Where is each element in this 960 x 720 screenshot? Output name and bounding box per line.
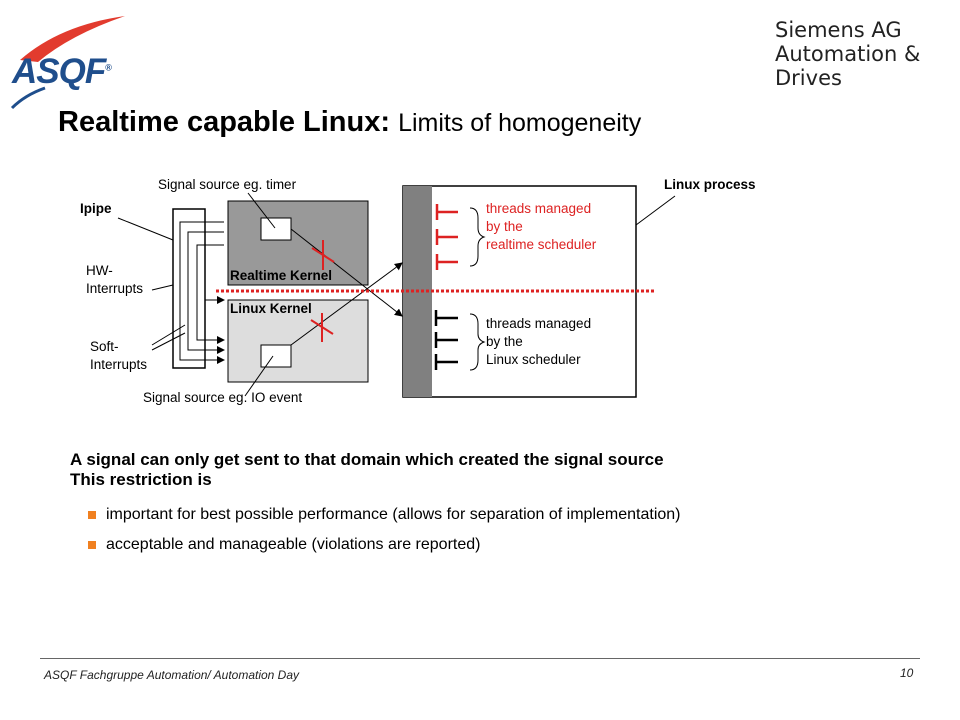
red-cross-1 xyxy=(311,240,335,270)
label-linux-threads: threads managed by the Linux scheduler xyxy=(486,316,592,367)
red-cross-2 xyxy=(310,313,334,342)
ipipe-line-3 xyxy=(196,244,225,344)
label-rt-threads: threads managed by the realtime schedule… xyxy=(486,201,597,252)
label-linux-process: Linux process xyxy=(664,177,756,192)
title-sub: Limits of homogeneity xyxy=(398,109,642,137)
logo-swoosh xyxy=(10,16,125,110)
arrow-timer xyxy=(290,228,403,317)
label-timer-source: Signal source eg. timer xyxy=(158,177,297,192)
label-linux-kernel: Linux Kernel xyxy=(230,301,312,316)
signal-statement: A signal can only get sent to that domai… xyxy=(70,450,664,490)
page-title: Realtime capable Linux: Limits of homoge… xyxy=(58,106,641,139)
bullet-icon xyxy=(88,541,96,549)
ipipe-line-2 xyxy=(187,231,225,354)
title-main: Realtime capable Linux: xyxy=(58,106,390,138)
statement-line-2: This restriction is xyxy=(70,470,212,489)
linux-brace xyxy=(469,313,486,371)
rt-threads xyxy=(435,204,458,270)
rt-brace xyxy=(469,207,486,267)
footer-text: ASQF Fachgruppe Automation/ Automation D… xyxy=(44,668,300,682)
label-realtime-kernel: Realtime Kernel xyxy=(230,268,333,283)
ipipe-line-1 xyxy=(179,221,225,364)
company-name: Siemens AG Automation & Drives xyxy=(775,18,960,90)
label-ipipe: Ipipe xyxy=(80,201,112,216)
timer-source-box xyxy=(260,217,292,241)
bullet-icon xyxy=(88,511,96,519)
label-io-source: Signal source eg. IO event xyxy=(143,390,303,405)
list-item: important for best possible performance … xyxy=(88,505,681,535)
company-line-2: Automation & Drives xyxy=(775,42,921,90)
soft-leader-1 xyxy=(151,324,186,346)
page-number: 10 xyxy=(900,666,914,680)
list-item: acceptable and manageable (violations ar… xyxy=(88,535,681,565)
io-source-box xyxy=(260,344,292,368)
process-leader xyxy=(635,195,676,226)
soft-leader-2 xyxy=(151,332,186,351)
linux-kernel-box xyxy=(227,299,369,383)
statement-line-1: A signal can only get sent to that domai… xyxy=(70,450,664,469)
linux-threads xyxy=(434,310,458,370)
arrow-io xyxy=(290,262,403,346)
company-line-1: Siemens AG xyxy=(775,18,902,42)
restriction-list: important for best possible performance … xyxy=(88,505,681,565)
label-hw-interrupts: HW-Interrupts xyxy=(86,263,144,296)
footer-divider xyxy=(40,658,920,659)
io-leader xyxy=(244,355,274,397)
asqf-logo: ASQF® xyxy=(12,52,112,91)
timer-leader xyxy=(247,192,276,229)
ipipe-leader xyxy=(117,217,174,241)
hw-leader xyxy=(151,284,174,291)
ipipe-outer xyxy=(172,208,206,369)
label-soft-interrupts: Soft-Interrupts xyxy=(90,339,148,372)
